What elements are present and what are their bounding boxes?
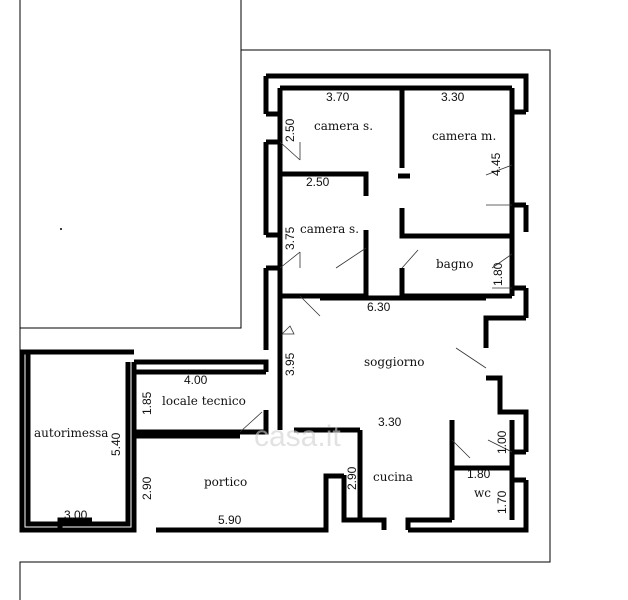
stray-dot bbox=[60, 228, 62, 230]
room-cucina: cucina bbox=[373, 470, 413, 484]
room-camera-m: camera m. bbox=[432, 129, 496, 143]
dimension-labels: 3.70 3.30 2.50 4.45 2.50 3.75 1.80 6.30 … bbox=[64, 90, 509, 527]
dim-locale-tecnico-width: 4.00 bbox=[184, 373, 208, 387]
dim-cucina-width: 3.30 bbox=[378, 415, 402, 429]
dim-wc-depth-1: 1.00 bbox=[495, 430, 509, 454]
room-wc: wc bbox=[474, 486, 491, 500]
dim-camera-s-1-width: 3.70 bbox=[326, 90, 350, 104]
dim-wc-width: 1.80 bbox=[467, 467, 491, 481]
room-soggiorno: soggiorno bbox=[364, 355, 425, 369]
dim-wc-depth-2: 1.70 bbox=[495, 490, 509, 514]
dim-camera-m-width: 3.30 bbox=[441, 90, 465, 104]
dim-autorimessa-depth: 5.40 bbox=[109, 432, 123, 456]
dim-soggiorno-width: 6.30 bbox=[367, 300, 391, 314]
dim-camera-s-2-depth: 3.75 bbox=[283, 226, 297, 250]
dim-cucina-depth: 2.90 bbox=[345, 466, 359, 490]
interior-walls bbox=[277, 85, 515, 530]
room-bagno: bagno bbox=[436, 257, 473, 271]
dim-soggiorno-depth: 3.95 bbox=[283, 352, 297, 376]
room-autorimessa: autorimessa bbox=[34, 426, 108, 440]
dim-locale-tecnico-depth: 1.85 bbox=[140, 391, 154, 415]
dim-portico-depth: 2.90 bbox=[140, 476, 154, 500]
room-labels: camera s. camera m. camera s. bagno sogg… bbox=[34, 119, 496, 500]
dim-portico-width: 5.90 bbox=[218, 513, 242, 527]
room-camera-s-1: camera s. bbox=[314, 119, 373, 133]
dim-bagno-depth: 1.80 bbox=[491, 262, 505, 286]
door-swings bbox=[239, 141, 513, 459]
room-locale-tecnico: locale tecnico bbox=[162, 394, 246, 408]
room-portico: portico bbox=[204, 475, 247, 489]
site-lines bbox=[19, 0, 551, 600]
wing-walls bbox=[19, 349, 344, 533]
dim-camera-m-depth: 4.45 bbox=[489, 152, 503, 176]
watermark-logo: casa.it bbox=[254, 420, 341, 453]
dim-camera-s-1-depth: 2.50 bbox=[283, 118, 297, 142]
dim-camera-s-2-width: 2.50 bbox=[306, 175, 330, 189]
exterior-walls bbox=[263, 73, 529, 533]
room-camera-s-2: camera s. bbox=[300, 222, 359, 236]
dim-autorimessa-width: 3.00 bbox=[64, 508, 88, 522]
